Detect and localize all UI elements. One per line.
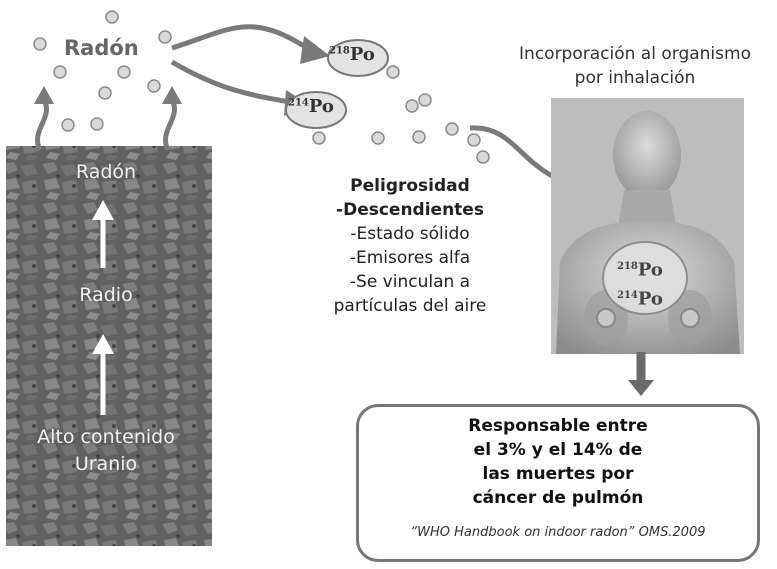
lung-po-labels: 218Po 214Po — [617, 254, 663, 313]
emanation-arrowhead-right — [162, 86, 182, 104]
result-line: cáncer de pulmón — [472, 488, 644, 508]
lung-po-ellipse — [602, 241, 688, 315]
po214-symbol: Po — [308, 96, 334, 117]
lung-po214-mass: 214 — [617, 290, 638, 302]
soil-label-high: Alto contenido — [37, 426, 175, 448]
incorporation-line1: Incorporación al organismo — [519, 44, 751, 64]
arrow-to-po214 — [170, 59, 291, 105]
po214-mass: 214 — [288, 97, 309, 109]
danger-title: Peligrosidad — [350, 176, 470, 196]
po218-label: 218Po — [329, 44, 375, 65]
danger-item: -Emisores alfa — [349, 248, 471, 268]
po218-ellipse — [327, 39, 389, 77]
result-box — [356, 404, 760, 562]
lung-po218: 218Po — [617, 254, 663, 283]
result-citation: “WHO Handbook on indoor radon” OMS.2009 — [410, 525, 706, 540]
incorporation-heading: Incorporación al organismo por inhalació… — [490, 42, 777, 90]
soil-label-radio: Radio — [79, 284, 133, 306]
emanation-arrows — [35, 98, 177, 152]
soil-label-radon: Radón — [75, 161, 137, 183]
up-arrow-uranio-to-radio — [92, 334, 114, 415]
result-text: Responsable entre el 3% y el 14% de las … — [356, 414, 760, 510]
danger-item: -Se vinculan a — [349, 272, 471, 292]
lung-po214-symbol: Po — [637, 288, 663, 310]
danger-item: -Estado sólido — [350, 224, 470, 244]
result-line: las muertes por — [482, 464, 634, 484]
po-particles — [312, 65, 490, 164]
radon-particles — [33, 10, 172, 132]
danger-subtitle: -Descendientes — [336, 200, 484, 220]
po218-symbol: Po — [349, 44, 375, 65]
danger-block: Peligrosidad -Descendientes -Estado sóli… — [300, 174, 520, 318]
lung-po218-mass: 218 — [617, 261, 638, 272]
result-line: el 3% y el 14% de — [473, 440, 643, 460]
incorporation-line2: por inhalación — [574, 68, 696, 88]
po214-label: 214Po — [288, 96, 334, 117]
po218-mass: 218 — [329, 45, 350, 57]
emanation-arrowhead-left — [34, 86, 54, 104]
result-line: Responsable entre — [468, 416, 648, 436]
lung-po214: 214Po — [617, 283, 663, 312]
radon-title: Radón — [64, 36, 139, 60]
up-arrow-radio-to-radon — [92, 200, 114, 268]
soil-label-uranio: Uranio — [74, 453, 138, 475]
danger-item: partículas del aire — [333, 296, 487, 316]
arrow-to-po218 — [171, 24, 312, 53]
lung-po218-symbol: Po — [637, 259, 663, 281]
po214-ellipse — [285, 91, 347, 129]
